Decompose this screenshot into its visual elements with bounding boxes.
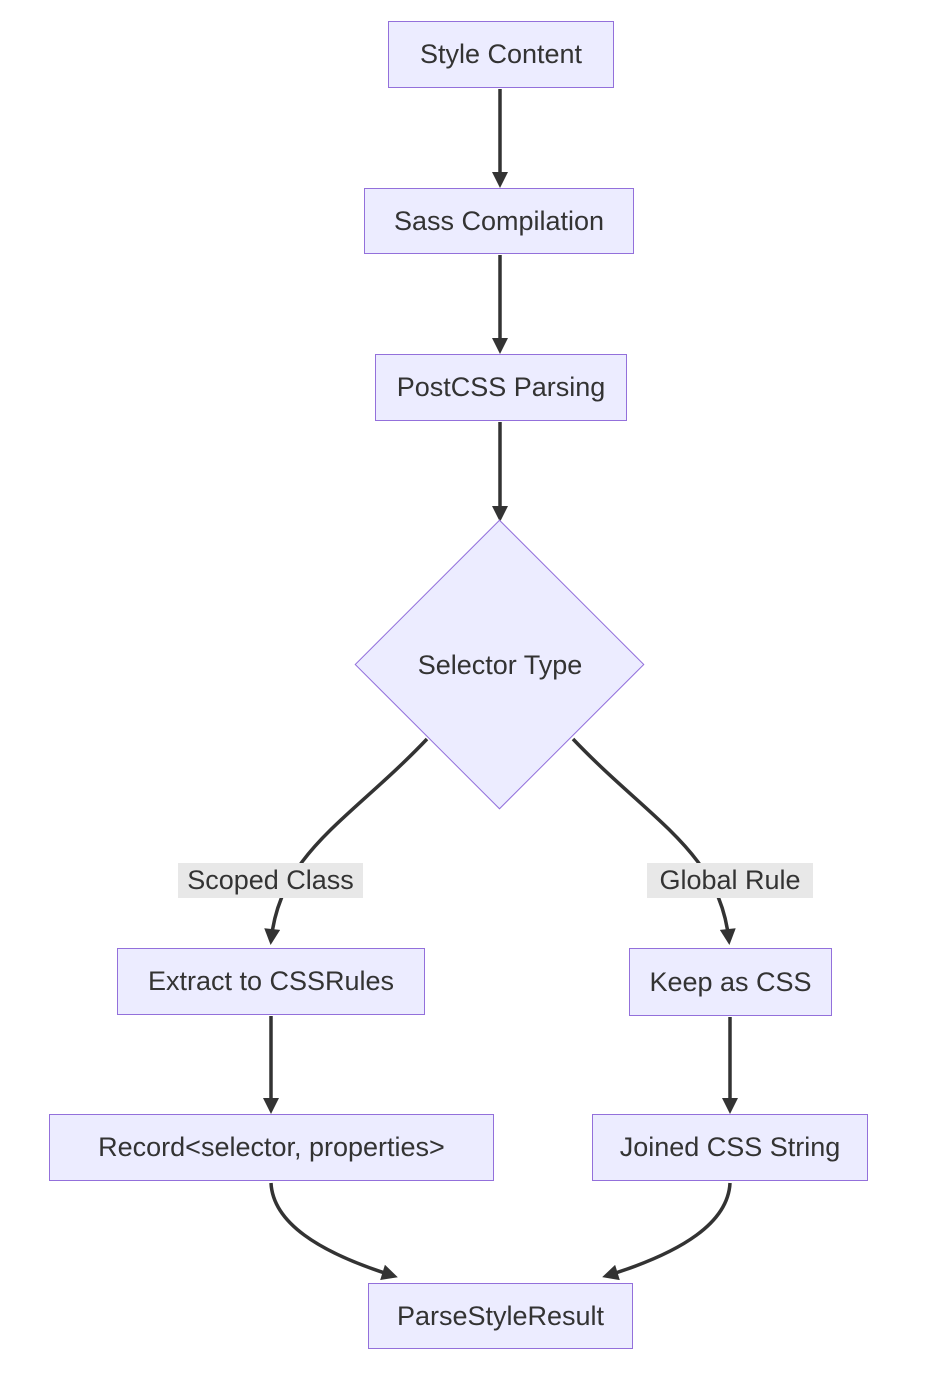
node-sass-compilation: Sass Compilation [364,188,634,254]
edge-label-text: Global Rule [659,865,801,895]
node-extract-to-cssrules: Extract to CSSRules [117,948,425,1015]
edge-label-text: Scoped Class [187,865,354,895]
edge-joined-to-parse-style-result [602,1182,732,1281]
node-label: Extract to CSSRules [147,966,395,996]
node-label: Sass Compilation [393,205,605,236]
node-record-selector-properties: Record<selector, properties> [49,1114,494,1181]
node-keep-as-css: Keep as CSS [629,948,832,1016]
node-label: Joined CSS String [619,1132,841,1162]
node-label: Selector Type [417,649,583,680]
edge-label-scoped-class: Scoped Class [178,863,363,898]
node-parse-style-result: ParseStyleResult [368,1283,633,1349]
node-joined-css-string: Joined CSS String [592,1114,868,1181]
node-style-content: Style Content [388,21,614,88]
edge-label-global-rule: Global Rule [647,863,813,898]
node-label: PostCSS Parsing [396,372,606,402]
decision-selector-type: Selector Type [355,638,645,692]
edge-record-to-parse-style-result [269,1182,398,1281]
node-postcss-parsing: PostCSS Parsing [375,354,627,421]
node-label: Keep as CSS [649,966,812,997]
node-label: Style Content [419,39,583,69]
node-label: Record<selector, properties> [98,1132,445,1162]
edge-selector-type-to-extract-scoped-class [264,737,429,945]
edge-selector-type-to-keep-global-rule [571,737,736,945]
node-label: ParseStyleResult [396,1300,605,1331]
